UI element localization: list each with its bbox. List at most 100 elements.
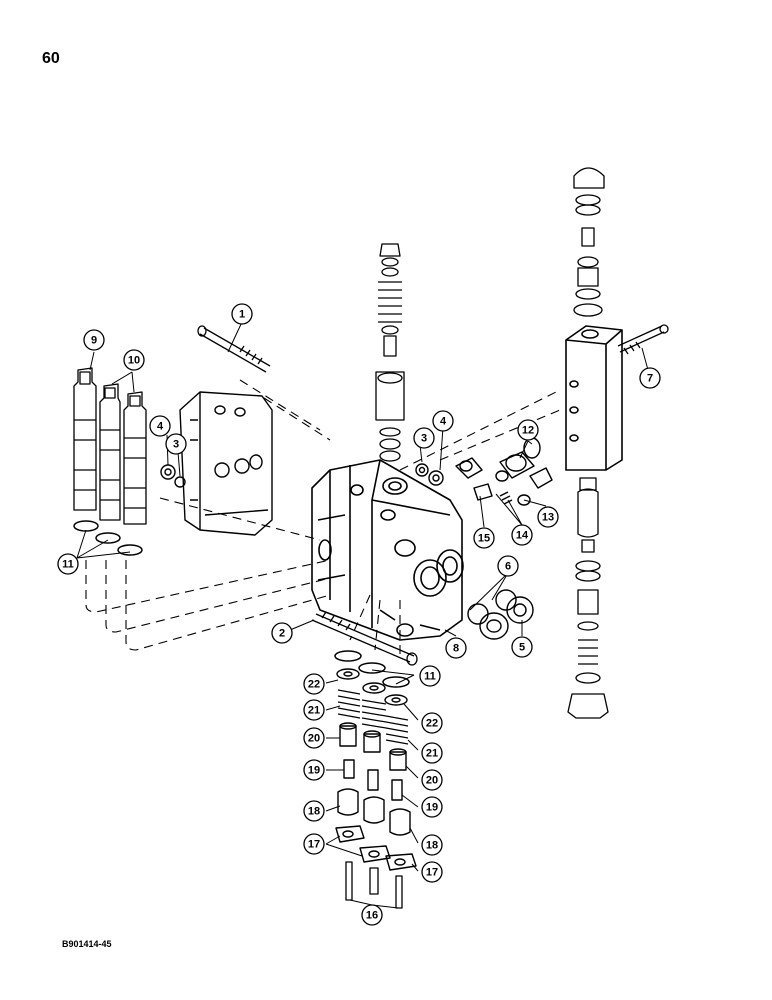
callout-label: 10 <box>128 355 140 367</box>
callout-11: 11 <box>57 553 79 575</box>
callout-8: 8 <box>445 637 467 659</box>
callout-circle <box>432 410 454 432</box>
callout-9: 9 <box>83 329 105 351</box>
callout-16: 16 <box>361 904 383 926</box>
tie-bolt-1 <box>197 325 271 373</box>
end-plate-section <box>179 391 273 536</box>
leader-lines <box>76 321 649 909</box>
callout-circle <box>361 904 383 926</box>
spool-9 <box>73 367 97 511</box>
callout-label: 1 <box>239 309 245 321</box>
callout-circle <box>149 415 171 437</box>
callout-label: 21 <box>308 705 320 717</box>
callout-circle <box>303 759 325 781</box>
callout-17: 17 <box>421 861 443 883</box>
callout-label: 20 <box>308 733 320 745</box>
callout-circle <box>413 427 435 449</box>
callout-19: 19 <box>303 759 325 781</box>
callout-17: 17 <box>303 833 325 855</box>
callout-label: 20 <box>426 775 438 787</box>
callout-circle <box>511 524 533 546</box>
assembly-dashed-lines <box>85 379 561 655</box>
caps-18 <box>337 788 411 836</box>
relief-tower-top <box>573 167 605 317</box>
callout-circle <box>303 833 325 855</box>
callout-circle <box>303 699 325 721</box>
callout-circle <box>473 527 495 549</box>
callout-label: 18 <box>426 840 438 852</box>
callout-22: 22 <box>421 712 443 734</box>
callout-label: 11 <box>62 559 74 571</box>
callout-circle <box>421 712 443 734</box>
center-relief-stack <box>375 243 405 462</box>
callout-label: 4 <box>440 416 447 428</box>
callout-label: 5 <box>519 642 525 654</box>
callout-circle <box>421 796 443 818</box>
callout-6: 6 <box>497 555 519 577</box>
callout-circle <box>83 329 105 351</box>
callout-20: 20 <box>421 769 443 791</box>
callout-circle <box>419 665 441 687</box>
callout-label: 18 <box>308 806 320 818</box>
callout-label: 19 <box>426 802 438 814</box>
relief-small-parts <box>473 483 531 506</box>
callout-11: 11 <box>419 665 441 687</box>
callout-circle <box>271 622 293 644</box>
callout-label: 19 <box>308 765 320 777</box>
callout-label: 6 <box>505 561 511 573</box>
tie-bolt-7 <box>617 324 669 355</box>
callout-circle <box>537 506 559 528</box>
relief-tower-bottom <box>567 477 609 719</box>
callout-label: 14 <box>516 530 529 542</box>
tie-bolt-2 <box>311 611 418 666</box>
callout-label: 9 <box>91 335 97 347</box>
callout-label: 3 <box>421 433 427 445</box>
callout-label: 16 <box>366 910 378 922</box>
covers-17 <box>335 825 417 871</box>
callout-circle <box>511 636 533 658</box>
spool-10b <box>123 391 147 525</box>
callout-circle <box>517 419 539 441</box>
callout-3: 3 <box>413 427 435 449</box>
callout-circle <box>421 861 443 883</box>
callout-circle <box>165 433 187 455</box>
callout-21: 21 <box>421 742 443 764</box>
spool-10a <box>99 383 121 521</box>
page-number: 60 <box>42 50 60 67</box>
callout-3: 3 <box>165 433 187 455</box>
callout-4: 4 <box>149 415 171 437</box>
callout-label: 17 <box>426 867 438 879</box>
check-parts-right <box>415 457 483 486</box>
callout-label: 22 <box>308 679 320 691</box>
valve-body-8 <box>311 459 464 641</box>
washers-22 <box>336 668 408 706</box>
callout-circle <box>445 637 467 659</box>
callout-2: 2 <box>271 622 293 644</box>
callout-circle <box>123 349 145 371</box>
callout-label: 8 <box>453 643 459 655</box>
callout-circle <box>421 834 443 856</box>
callout-13: 13 <box>537 506 559 528</box>
callout-18: 18 <box>303 800 325 822</box>
callout-20: 20 <box>303 727 325 749</box>
callout-circle <box>639 367 661 389</box>
callout-label: 13 <box>542 512 554 524</box>
callout-circle <box>303 800 325 822</box>
callout-label: 7 <box>647 373 653 385</box>
pistons-19 <box>343 759 403 801</box>
callout-label: 17 <box>308 839 320 851</box>
figure-code: B901414-45 <box>62 939 112 949</box>
callout-15: 15 <box>473 527 495 549</box>
callout-label: 22 <box>426 718 438 730</box>
callout-circle <box>57 553 79 575</box>
callout-19: 19 <box>421 796 443 818</box>
o-rings-11-bottom <box>334 650 410 688</box>
callout-4: 4 <box>432 410 454 432</box>
relief-cartridge-12 <box>495 437 553 489</box>
seats-20 <box>339 722 407 771</box>
callout-7: 7 <box>639 367 661 389</box>
callout-circle <box>231 303 253 325</box>
callout-circle <box>303 673 325 695</box>
check-parts-left <box>160 464 186 488</box>
